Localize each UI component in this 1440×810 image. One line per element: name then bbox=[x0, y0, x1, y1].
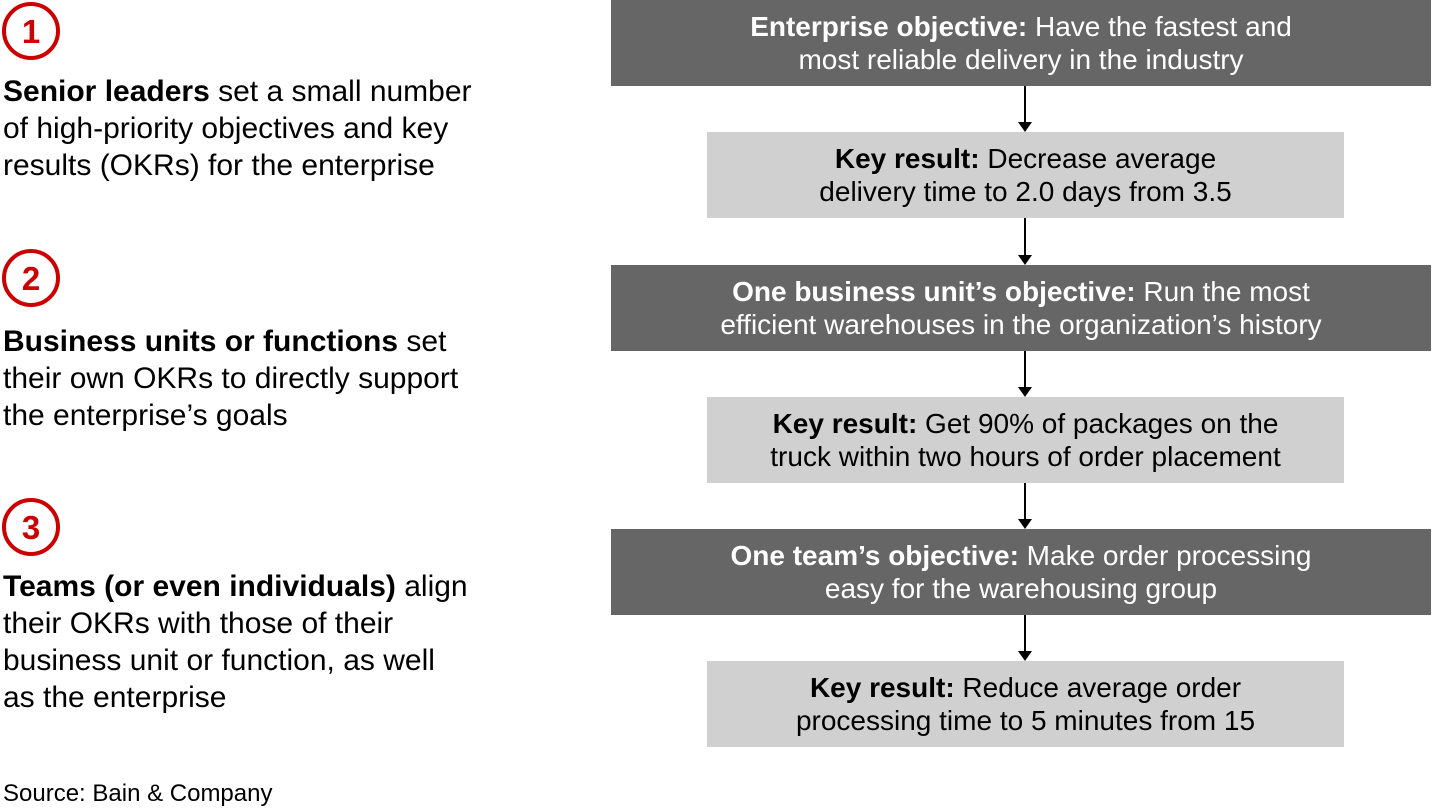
business-unit-objective-lead: One business unit’s objective: bbox=[732, 276, 1136, 307]
down-arrow-connector-5 bbox=[1017, 615, 1033, 661]
step-1-description: Senior leaders set a small number of hig… bbox=[3, 73, 563, 184]
step-1-lead-text: Senior leaders bbox=[3, 75, 210, 108]
team-objective-lead: One team’s objective: bbox=[730, 540, 1019, 571]
key-result-3-body: Reduce average order processing time to … bbox=[795, 672, 1256, 736]
enterprise-objective-box: Enterprise objective: Have the fastest a… bbox=[611, 0, 1431, 86]
arrow-head-icon bbox=[1018, 122, 1032, 132]
key-result-3-box: Key result: Reduce average order process… bbox=[707, 661, 1344, 747]
down-arrow-connector-1 bbox=[1017, 86, 1033, 132]
down-arrow-connector-3 bbox=[1017, 351, 1033, 397]
key-result-3-lead: Key result: bbox=[809, 672, 955, 703]
team-objective-body: Make order processing easy for the wareh… bbox=[824, 540, 1312, 604]
arrow-shaft bbox=[1024, 218, 1026, 256]
key-result-2-body: Get 90% of packages on the truck within … bbox=[770, 408, 1281, 472]
business-unit-objective-body: Run the most efficient warehouses in the… bbox=[720, 276, 1322, 340]
business-unit-objective-box: One business unit’s objective: Run the m… bbox=[611, 265, 1431, 351]
key-result-2-text: Key result: Get 90% of packages on the t… bbox=[707, 407, 1344, 473]
step-1-body-text: set a small number of high-priority obje… bbox=[3, 75, 472, 182]
key-result-2-lead: Key result: bbox=[772, 408, 918, 439]
team-objective-text: One team’s objective: Make order process… bbox=[611, 539, 1431, 605]
step-2-number: 2 bbox=[21, 259, 41, 297]
key-result-1-text: Key result: Decrease average delivery ti… bbox=[707, 142, 1344, 208]
arrow-head-icon bbox=[1018, 255, 1032, 265]
arrow-shaft bbox=[1024, 86, 1026, 123]
step-1-number-badge: 1 bbox=[2, 2, 60, 60]
arrow-head-icon bbox=[1018, 651, 1032, 661]
step-3-number-badge: 3 bbox=[2, 498, 60, 556]
arrow-shaft bbox=[1024, 615, 1026, 652]
team-objective-box: One team’s objective: Make order process… bbox=[611, 529, 1431, 615]
arrow-shaft bbox=[1024, 351, 1026, 388]
step-1-number: 1 bbox=[21, 12, 41, 50]
step-3-lead-text: Teams (or even individuals) bbox=[3, 570, 396, 603]
arrow-head-icon bbox=[1018, 519, 1032, 529]
arrow-shaft bbox=[1024, 483, 1026, 520]
step-3-number: 3 bbox=[21, 508, 41, 546]
key-result-3-text: Key result: Reduce average order process… bbox=[707, 671, 1344, 737]
arrow-head-icon bbox=[1018, 387, 1032, 397]
key-result-2-box: Key result: Get 90% of packages on the t… bbox=[707, 397, 1344, 483]
step-3-description: Teams (or even individuals) align their … bbox=[3, 568, 563, 716]
enterprise-objective-body: Have the fastest and most reliable deliv… bbox=[798, 11, 1292, 75]
enterprise-objective-lead: Enterprise objective: bbox=[750, 11, 1028, 42]
step-2-lead-text: Business units or functions bbox=[3, 325, 399, 358]
step-2-number-badge: 2 bbox=[2, 249, 60, 307]
down-arrow-connector-2 bbox=[1017, 218, 1033, 265]
enterprise-objective-text: Enterprise objective: Have the fastest a… bbox=[611, 10, 1431, 76]
business-unit-objective-text: One business unit’s objective: Run the m… bbox=[611, 275, 1431, 341]
step-3-body-text: align their OKRs with those of their bus… bbox=[3, 570, 468, 714]
source-note: Source: Bain & Company bbox=[3, 780, 273, 807]
step-2-description: Business units or functions set their ow… bbox=[3, 323, 563, 434]
key-result-1-body: Decrease average delivery time to 2.0 da… bbox=[819, 143, 1232, 207]
key-result-1-lead: Key result: bbox=[834, 143, 980, 174]
down-arrow-connector-4 bbox=[1017, 483, 1033, 529]
step-2-body-text: set their own OKRs to directly support t… bbox=[3, 325, 459, 432]
explanation-panel: 1 Senior leaders set a small number of h… bbox=[0, 0, 580, 810]
key-result-1-box: Key result: Decrease average delivery ti… bbox=[707, 132, 1344, 218]
